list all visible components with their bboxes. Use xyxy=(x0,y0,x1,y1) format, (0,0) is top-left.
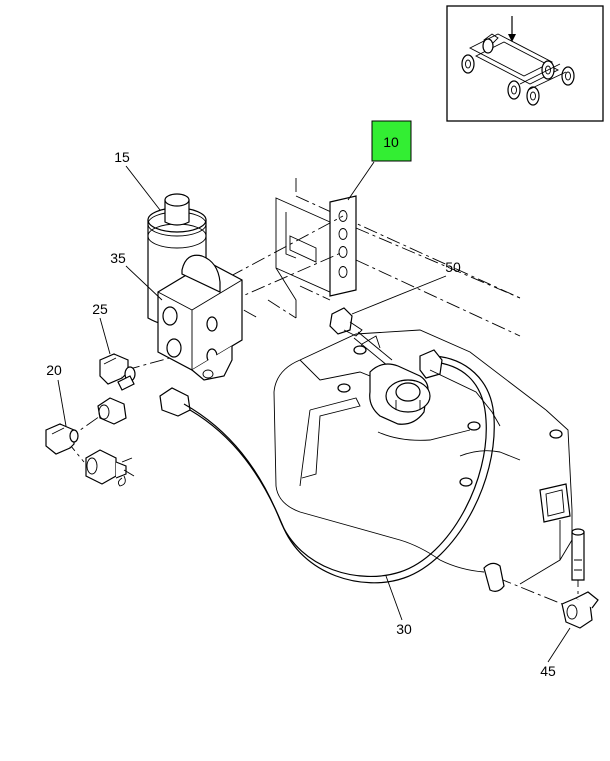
breather-tube[interactable] xyxy=(571,528,585,581)
pressure-switch[interactable] xyxy=(85,449,135,487)
adapter-nut[interactable] xyxy=(97,375,135,425)
callout-20[interactable]: 20 xyxy=(46,362,62,378)
callout-10[interactable]: 10 xyxy=(383,134,399,150)
callout-50[interactable]: 50 xyxy=(445,259,461,275)
inset-chassis-icon xyxy=(461,33,575,106)
elbow-fitting-20[interactable] xyxy=(45,423,79,455)
locator-inset xyxy=(446,5,604,122)
elbow-fitting-45[interactable] xyxy=(561,591,599,629)
inset-location-arrow xyxy=(508,16,516,42)
callout-10-highlight[interactable] xyxy=(371,120,412,162)
mounting-bracket[interactable] xyxy=(275,195,357,318)
callout-30[interactable]: 30 xyxy=(396,621,412,637)
callout-15[interactable]: 15 xyxy=(114,149,130,165)
leader-lines xyxy=(57,161,571,663)
fastener-centerlines xyxy=(65,215,579,609)
air-hose[interactable] xyxy=(159,349,495,584)
elbow-fitting-25[interactable] xyxy=(99,353,136,385)
callout-25[interactable]: 25 xyxy=(92,301,108,317)
callout-35[interactable]: 35 xyxy=(110,250,126,266)
callout-45[interactable]: 45 xyxy=(540,663,556,679)
frame-rail-phantom xyxy=(221,178,521,337)
fitting-50[interactable] xyxy=(329,307,393,367)
control-valve[interactable] xyxy=(147,193,243,381)
